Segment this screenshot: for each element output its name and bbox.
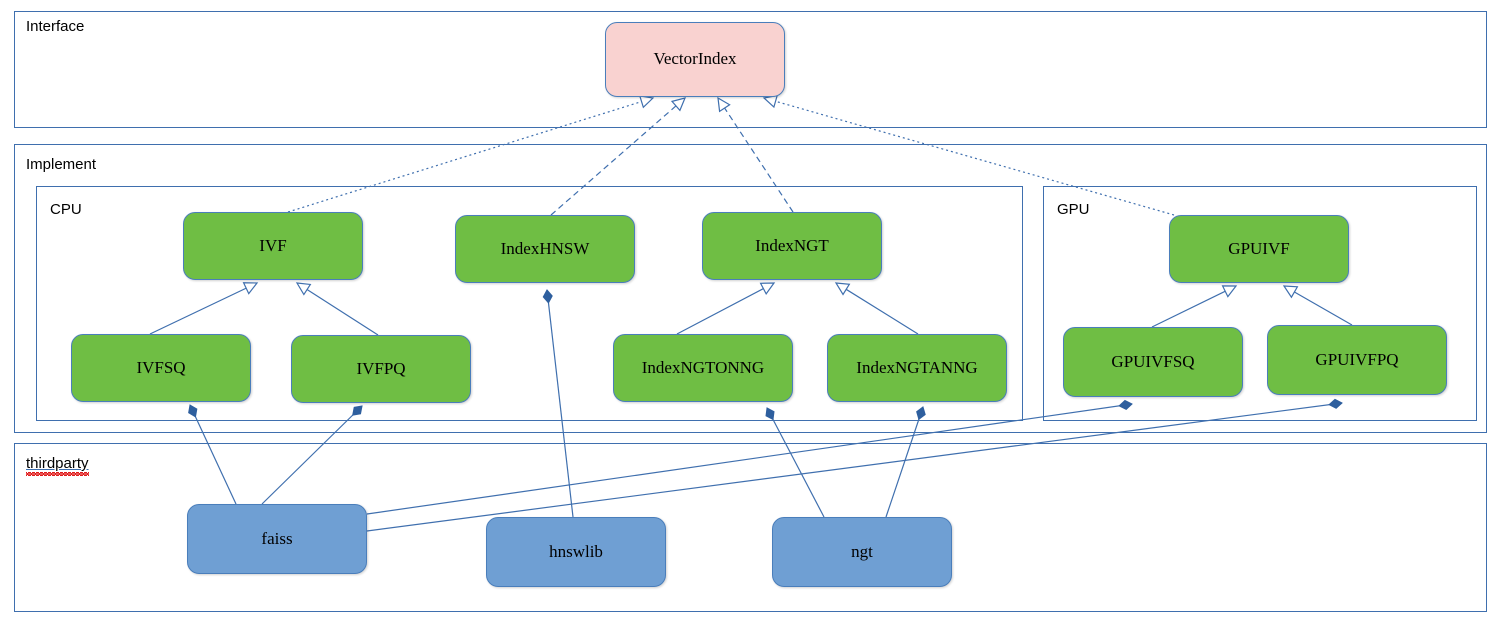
class-node-label: GPUIVFSQ — [1111, 351, 1195, 371]
group-label-gpu: GPU — [1057, 201, 1090, 218]
group-label-thirdparty: thirdparty — [26, 455, 89, 476]
class-node-label: IVFSQ — [136, 357, 186, 377]
group-thirdparty — [14, 443, 1487, 612]
class-node-ivfsq[interactable]: IVFSQ — [71, 334, 251, 402]
group-label-implement: Implement — [26, 156, 97, 173]
group-gpu — [1043, 186, 1477, 421]
class-node-label: ngt — [851, 541, 873, 561]
class-node-label: VectorIndex — [653, 49, 737, 69]
class-node-label: IVF — [259, 235, 287, 255]
class-node-indexhnsw[interactable]: IndexHNSW — [455, 215, 635, 283]
class-node-label: GPUIVFPQ — [1315, 349, 1399, 369]
class-node-faiss[interactable]: faiss — [187, 504, 367, 574]
class-node-label: faiss — [261, 528, 293, 548]
class-node-indexngt[interactable]: IndexNGT — [702, 212, 882, 280]
group-implement — [14, 144, 1487, 433]
group-label-cpu: CPU — [50, 201, 82, 218]
class-node-ivf[interactable]: IVF — [183, 212, 363, 280]
class-node-label: IndexNGT — [755, 235, 829, 255]
class-node-gpuivfpq[interactable]: GPUIVFPQ — [1267, 325, 1447, 395]
spellcheck-underline — [26, 472, 89, 476]
class-node-label: IndexHNSW — [500, 238, 590, 258]
group-interface — [14, 11, 1487, 128]
class-node-indexngtanng[interactable]: IndexNGTANNG — [827, 334, 1007, 402]
class-node-indexngtonng[interactable]: IndexNGTONNG — [613, 334, 793, 402]
class-node-label: GPUIVF — [1228, 238, 1290, 258]
class-node-hnswlib[interactable]: hnswlib — [486, 517, 666, 587]
class-node-label: IndexNGTANNG — [856, 357, 978, 377]
class-node-gpuivf[interactable]: GPUIVF — [1169, 215, 1349, 283]
group-label-interface: Interface — [26, 18, 85, 35]
class-node-label: IVFPQ — [356, 358, 406, 378]
class-node-ngt[interactable]: ngt — [772, 517, 952, 587]
class-node-label: IndexNGTONNG — [641, 357, 765, 377]
class-node-ivfpq[interactable]: IVFPQ — [291, 335, 471, 403]
class-node-vectorindex[interactable]: VectorIndex — [605, 22, 785, 97]
group-cpu — [36, 186, 1023, 421]
class-node-label: hnswlib — [549, 541, 603, 561]
class-node-gpuivfsq[interactable]: GPUIVFSQ — [1063, 327, 1243, 397]
